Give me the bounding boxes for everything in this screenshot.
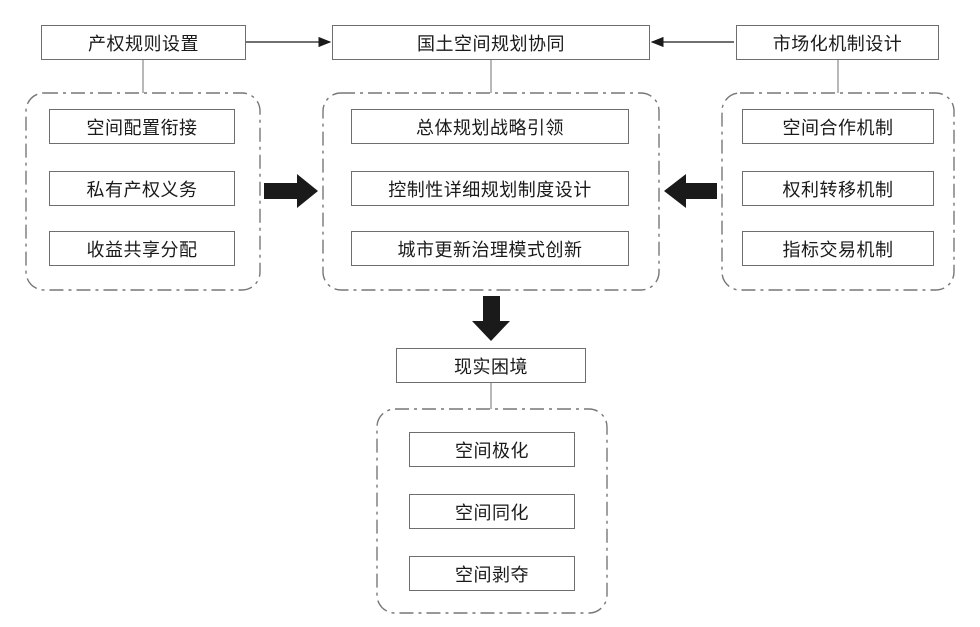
bottom-panel-title: 现实困境 xyxy=(396,348,586,383)
center-item-3: 城市更新治理模式创新 xyxy=(351,231,629,266)
bottom-group-outline xyxy=(376,408,608,614)
center-panel-title: 国土空间规划协同 xyxy=(332,25,650,60)
left-item-2: 私有产权义务 xyxy=(49,171,235,206)
right-panel-title: 市场化机制设计 xyxy=(736,25,939,60)
bottom-item-1: 空间极化 xyxy=(409,432,575,467)
bottom-item-2: 空间同化 xyxy=(409,494,575,529)
bottom-item-3: 空间剥夺 xyxy=(409,556,575,591)
right-block-arrow-icon xyxy=(664,174,717,208)
right-item-3: 指标交易机制 xyxy=(742,231,934,266)
left-item-3: 收益共享分配 xyxy=(49,231,235,266)
center-item-2: 控制性详细规划制度设计 xyxy=(351,171,629,206)
center-group-outline xyxy=(322,92,660,291)
right-group-outline xyxy=(721,92,955,291)
left-panel-title: 产权规则设置 xyxy=(41,25,246,60)
left-group-outline xyxy=(25,92,261,291)
left-item-1: 空间配置衔接 xyxy=(49,109,235,144)
right-item-1: 空间合作机制 xyxy=(742,109,934,144)
left-block-arrow-icon xyxy=(264,174,318,208)
center-item-1: 总体规划战略引领 xyxy=(351,109,629,144)
right-item-2: 权利转移机制 xyxy=(742,171,934,206)
down-block-arrow-icon xyxy=(472,296,510,341)
